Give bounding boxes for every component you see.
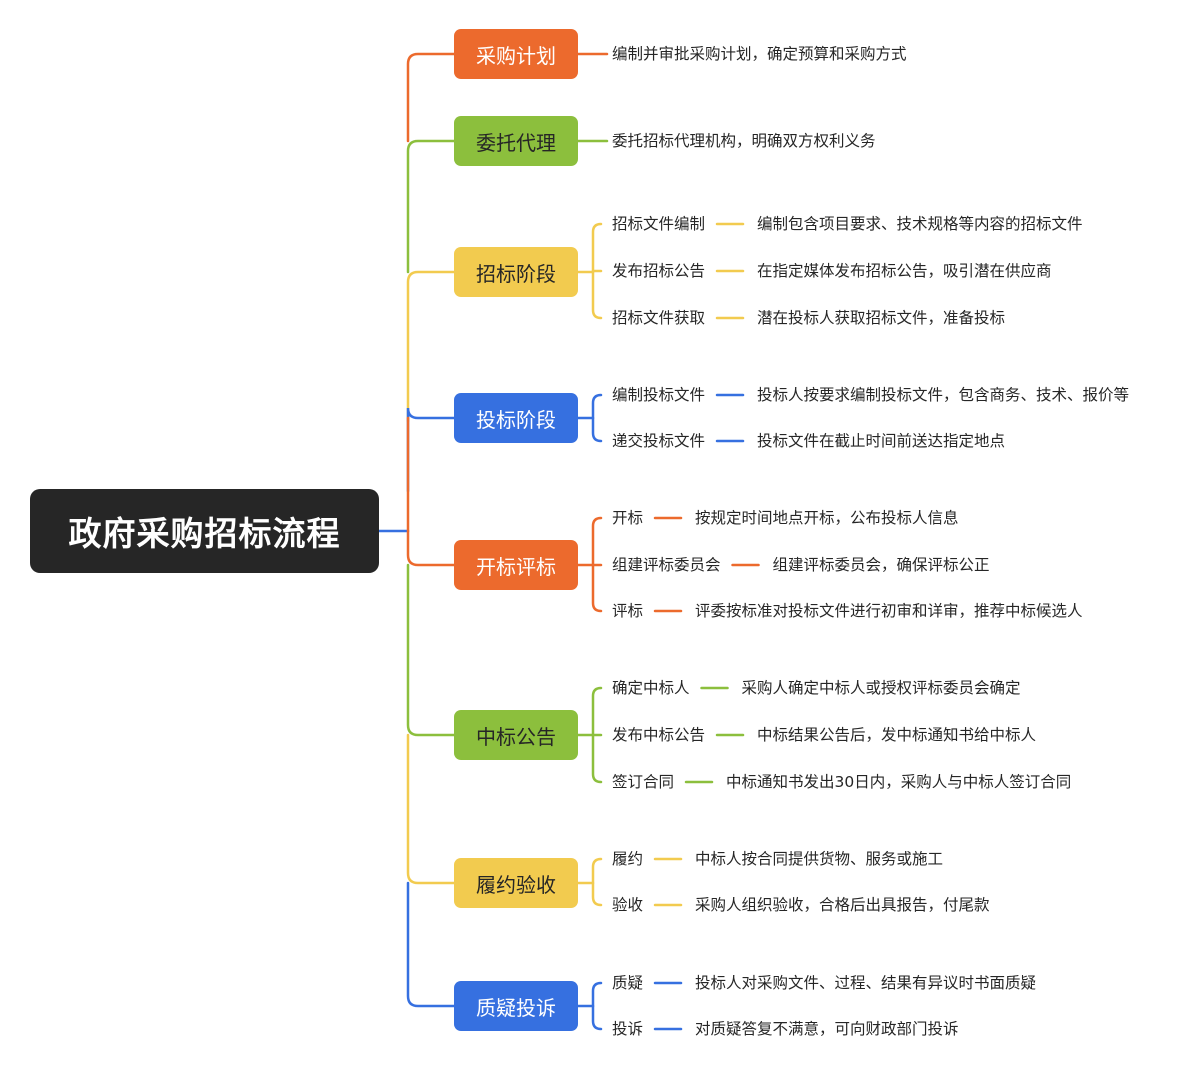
stage-node-8: 质疑投诉 (454, 981, 578, 1031)
step-detail: 组建评标委员会，确保评标公正 (772, 556, 990, 574)
step-detail: 在指定媒体发布招标公告，吸引潜在供应商 (757, 262, 1052, 280)
stage-4-bracket (591, 393, 603, 443)
branch-connector-4 (406, 407, 456, 493)
step-name: 组建评标委员会 (612, 556, 721, 574)
step-name: 履约 (612, 850, 644, 868)
step-detail: 对质疑答复不满意，可向财政部门投诉 (695, 1020, 959, 1038)
step-name: 投诉 (612, 1020, 644, 1038)
step-detail: 中标通知书发出30日内，采购人与中标人签订合同 (726, 773, 1072, 791)
stage-1-description: 编制并审批采购计划，确定预算和采购方式 (612, 45, 907, 63)
step-detail: 中标结果公告后，发中标通知书给中标人 (757, 726, 1037, 744)
step-name: 发布招标公告 (612, 262, 706, 280)
step-name: 发布中标公告 (612, 726, 706, 744)
step-detail: 采购人组织验收，合格后出具报告，付尾款 (695, 896, 990, 914)
step-name: 编制投标文件 (612, 386, 706, 404)
branch-connector-1 (406, 52, 456, 143)
step-name: 签订合同 (612, 773, 675, 791)
branch-connector-6 (406, 563, 456, 737)
stage-8-bracket (591, 981, 603, 1031)
branch-connector-2 (406, 139, 456, 274)
step-detail: 编制包含项目要求、技术规格等内容的招标文件 (757, 215, 1083, 233)
stage-node-6: 中标公告 (454, 710, 578, 760)
step-detail: 评委按标准对投标文件进行初审和详审，推荐中标候选人 (695, 602, 1083, 620)
step-detail: 按规定时间地点开标，公布投标人信息 (695, 509, 959, 527)
root-node-title: 政府采购招标流程 (30, 489, 379, 573)
stage-node-5: 开标评标 (454, 540, 578, 590)
step-name: 开标 (612, 509, 644, 527)
stage-node-2: 委托代理 (454, 116, 578, 166)
step-detail: 中标人按合同提供货物、服务或施工 (695, 850, 944, 868)
step-name: 递交投标文件 (612, 432, 706, 450)
stage-node-3: 招标阶段 (454, 247, 578, 297)
branch-connector-8 (406, 881, 456, 1008)
step-detail: 投标文件在截止时间前送达指定地点 (757, 432, 1006, 450)
stage-node-7: 履约验收 (454, 858, 578, 908)
step-name: 招标文件获取 (612, 309, 706, 327)
step-name: 验收 (612, 896, 644, 914)
branch-connector-7 (406, 733, 456, 885)
stage-node-4: 投标阶段 (454, 393, 578, 443)
step-name: 确定中标人 (612, 679, 690, 697)
stage-2-description: 委托招标代理机构，明确双方权利义务 (612, 132, 876, 150)
step-name: 招标文件编制 (612, 215, 706, 233)
step-detail: 投标人对采购文件、过程、结果有异议时书面质疑 (695, 974, 1037, 992)
step-detail: 潜在投标人获取招标文件，准备投标 (757, 309, 1006, 327)
step-name: 评标 (612, 602, 644, 620)
step-detail: 投标人按要求编制投标文件，包含商务、技术、报价等 (757, 386, 1130, 404)
branch-connector-5 (406, 416, 456, 567)
stage-7-bracket (591, 857, 603, 907)
step-detail: 采购人确定中标人或授权评标委员会确定 (741, 679, 1021, 697)
step-name: 质疑 (612, 974, 644, 992)
branch-connector-3 (406, 270, 456, 423)
stage-node-1: 采购计划 (454, 29, 578, 79)
